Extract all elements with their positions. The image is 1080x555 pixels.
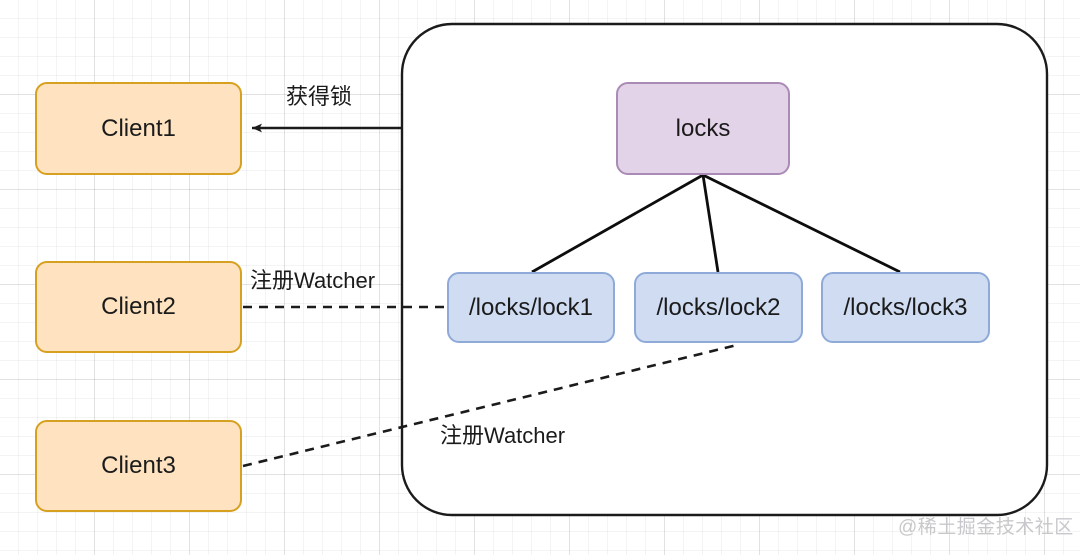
node-lock1-label: /locks/lock1: [468, 293, 594, 321]
edge-label-register-watcher-client3: 注册Watcher: [440, 423, 566, 448]
node-client1[interactable]: Client1: [35, 82, 242, 175]
node-locks-root-label: locks: [675, 114, 731, 142]
node-lock1[interactable]: /locks/lock1: [447, 272, 615, 343]
node-lock2-label: /locks/lock2: [656, 293, 781, 321]
node-locks-root[interactable]: locks: [616, 82, 790, 175]
edge-label-acquire-lock: 获得锁: [286, 84, 353, 109]
node-lock3[interactable]: /locks/lock3: [821, 272, 990, 343]
edge-locks-to-lock2: [701, 174, 720, 273]
node-client2-label: Client2: [101, 293, 176, 321]
edge-locks-to-lock3: [702, 173, 901, 274]
edge-locks-to-lock1: [531, 173, 704, 274]
node-client2[interactable]: Client2: [35, 261, 242, 353]
node-client1-label: Client1: [101, 114, 176, 142]
node-lock2[interactable]: /locks/lock2: [634, 272, 803, 343]
watermark: @稀土掘金技术社区: [898, 517, 1074, 538]
node-client3-label: Client3: [101, 452, 176, 480]
node-lock3-label: /locks/lock3: [843, 293, 968, 321]
edge-label-register-watcher-client2: 注册Watcher: [250, 268, 376, 293]
node-client3[interactable]: Client3: [35, 420, 242, 512]
